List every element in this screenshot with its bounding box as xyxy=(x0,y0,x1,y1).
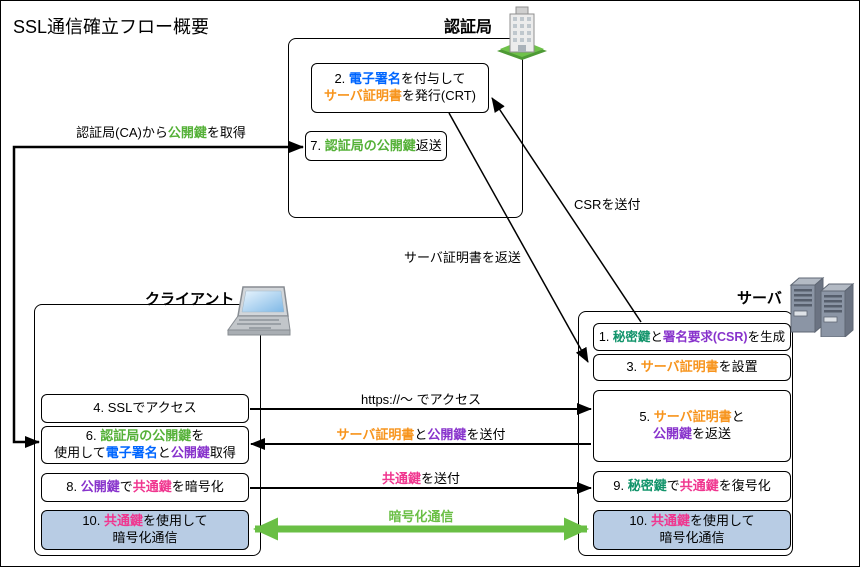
label-https-access: https://〜 でアクセス xyxy=(361,392,481,407)
server-label: サーバ xyxy=(737,290,782,307)
label-send-cert-and-key: サーバ証明書と公開鍵を送付 xyxy=(336,427,506,442)
page-title: SSL通信確立フロー概要 xyxy=(13,17,210,37)
label-encrypted-communication: 暗号化通信 xyxy=(388,509,454,524)
step-1-box: 1. 秘密鍵と署名要求(CSR)を生成 xyxy=(593,323,791,351)
label-return-cert: サーバ証明書を返送 xyxy=(404,250,521,265)
step-5-line2: 公開鍵を返送 xyxy=(652,426,732,441)
step-3-line1: 3. サーバ証明書を設置 xyxy=(626,359,758,375)
step-6-box: 6. 認証局の公開鍵を 使用して電子署名と公開鍵取得 xyxy=(41,426,249,464)
step-5-box: 5. サーバ証明書と 公開鍵を返送 xyxy=(593,390,791,462)
label-get-ca-public-key: 認証局(CA)から公開鍵を取得 xyxy=(76,125,246,140)
step-10-client-line1: 10. 共通鍵を使用して xyxy=(82,513,208,529)
step-2-line1: 2. 電子署名を付与して xyxy=(334,71,466,87)
step-7-line1: 7. 認証局の公開鍵返送 xyxy=(310,137,442,153)
step-10-server-line2: 暗号化通信 xyxy=(659,530,725,545)
client-label: クライアント xyxy=(145,291,235,308)
step-9-line1: 9. 秘密鍵で共通鍵を復号化 xyxy=(613,478,771,494)
step-8-line1: 8. 公開鍵で共通鍵を暗号化 xyxy=(66,479,224,495)
client-laptop-icon xyxy=(227,286,291,336)
server-towers-icon xyxy=(789,276,855,337)
step-4-line1: 4. SSLでアクセス xyxy=(93,400,197,416)
step-7-box: 7. 認証局の公開鍵返送 xyxy=(305,131,447,161)
step-9-box: 9. 秘密鍵で共通鍵を復号化 xyxy=(593,471,791,502)
step-10-client-box: 10. 共通鍵を使用して 暗号化通信 xyxy=(41,510,249,550)
step-8-box: 8. 公開鍵で共通鍵を暗号化 xyxy=(41,473,249,502)
ca-building-icon xyxy=(497,6,547,60)
step-6-line1: 6. 認証局の公開鍵を xyxy=(85,428,205,444)
step-4-box: 4. SSLでアクセス xyxy=(41,394,249,423)
label-send-common-key: 共通鍵を送付 xyxy=(381,471,461,486)
server-container xyxy=(578,311,793,556)
step-10-client-line2: 暗号化通信 xyxy=(112,530,178,545)
step-1-line1: 1. 秘密鍵と署名要求(CSR)を生成 xyxy=(598,329,786,344)
step-2-line2: サーバ証明書を発行(CRT) xyxy=(323,88,477,103)
step-10-server-line1: 10. 共通鍵を使用して xyxy=(629,513,755,529)
step-10-server-box: 10. 共通鍵を使用して 暗号化通信 xyxy=(593,510,791,550)
step-3-box: 3. サーバ証明書を設置 xyxy=(593,354,791,381)
step-2-box: 2. 電子署名を付与して サーバ証明書を発行(CRT) xyxy=(311,63,489,113)
step-6-line2: 使用して電子署名と公開鍵取得 xyxy=(54,445,236,460)
label-send-csr: CSRを送付 xyxy=(574,197,641,212)
step-5-line1: 5. サーバ証明書と xyxy=(639,409,745,425)
ca-label: 認証局 xyxy=(444,19,493,36)
